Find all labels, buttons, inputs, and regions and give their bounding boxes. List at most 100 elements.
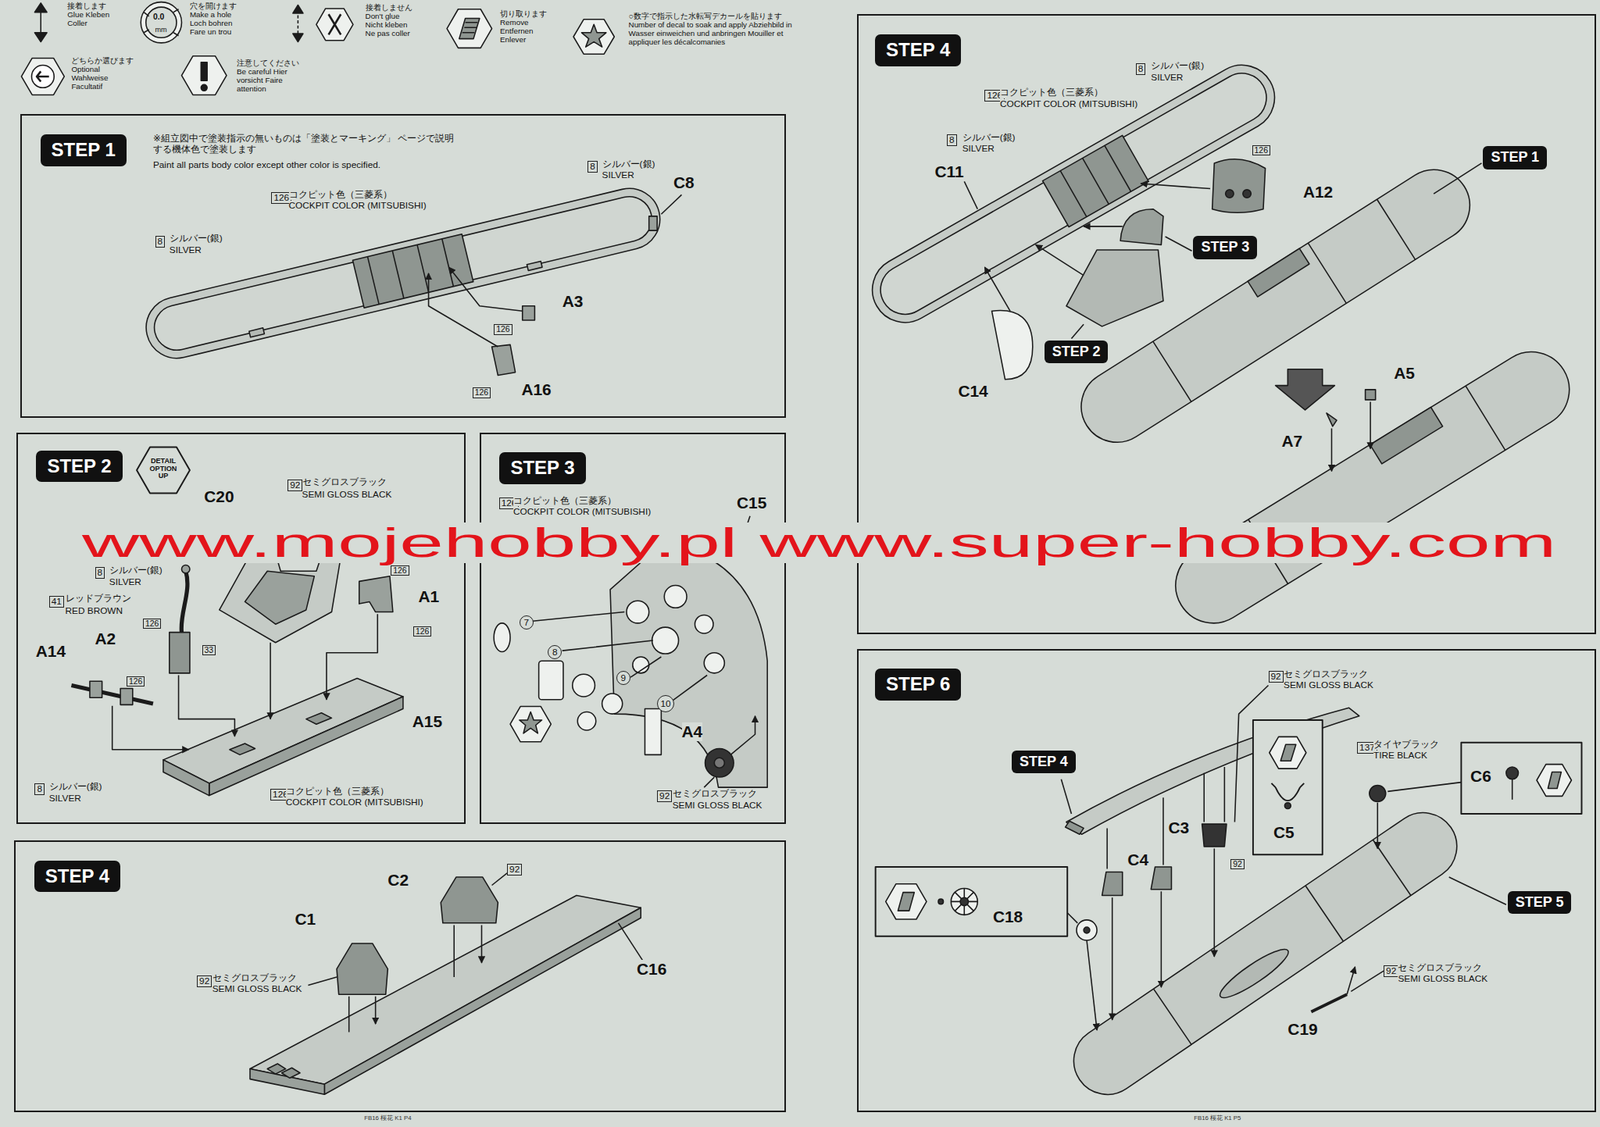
cockpit-floor	[163, 678, 404, 784]
paint-number: 8	[34, 783, 45, 796]
detail-callout-c18	[897, 892, 915, 912]
paint-note: SEMI GLOSS BLACK	[672, 800, 763, 812]
detail-callout-c18	[950, 888, 978, 915]
optional-icon	[36, 71, 50, 82]
step-tab: STEP 3	[499, 452, 586, 485]
underside-parts	[1162, 797, 1165, 865]
no-glue-icon	[292, 5, 304, 14]
paint-note: シルバー(銀)	[1150, 60, 1204, 72]
underside-parts	[1067, 685, 1507, 1031]
paint-note: Paint all parts body color except other …	[153, 160, 381, 172]
step-tab: STEP 4	[34, 860, 121, 893]
underside-parts	[1160, 891, 1163, 988]
floor-c16	[324, 907, 641, 1095]
interior-parts	[1140, 183, 1211, 190]
detail-callout-c6	[1536, 764, 1572, 797]
paint-note: SILVER	[962, 143, 995, 155]
detail-callout-c5	[1269, 736, 1307, 769]
detail-callout-c18	[885, 884, 927, 920]
interior-parts	[1433, 163, 1482, 194]
fuselage-half	[139, 182, 667, 365]
hole-icon	[140, 2, 182, 43]
instrument-panel	[610, 542, 768, 788]
step-tab: STEP 4	[875, 34, 961, 67]
decals	[510, 707, 551, 743]
watermark: www.mojehobby.pl www.super-hobby.com	[82, 522, 1557, 564]
part-number: A15	[412, 712, 443, 732]
interior-parts	[964, 181, 978, 209]
underside-parts	[1076, 920, 1097, 941]
interior-parts	[1275, 369, 1336, 411]
detail-callout-c18	[960, 897, 968, 906]
part-a4	[714, 757, 725, 768]
paint-note: COCKPIT COLOR (MITSUBISHI)	[1000, 99, 1138, 111]
decal-icon	[581, 24, 606, 47]
part-number: A16	[521, 380, 551, 400]
paint-note: SILVER	[109, 577, 142, 589]
paint-number: 126	[472, 387, 491, 398]
interior-parts	[1365, 389, 1376, 400]
small-parts	[660, 194, 682, 215]
underside-parts	[1102, 872, 1123, 897]
decals	[577, 712, 597, 732]
paint-note: シルバー(銀)	[49, 782, 103, 793]
part-number: C18	[992, 907, 1023, 927]
floor-c16	[618, 923, 646, 965]
part-number: A7	[1282, 432, 1304, 451]
detail-callout-c6	[1506, 767, 1519, 780]
cockpit-floor	[209, 696, 404, 797]
paint-note: SILVER	[169, 245, 202, 257]
fuselage-half	[249, 328, 265, 338]
interior-parts	[1331, 428, 1333, 472]
no-glue-icon	[297, 10, 300, 37]
paint-note: コクピット色（三菱系）	[285, 786, 390, 798]
small-parts	[492, 344, 516, 375]
decal-number: 10	[657, 695, 675, 713]
rudder-pedals	[71, 681, 189, 750]
instrument-panel	[694, 614, 714, 634]
detail-callout-c5	[1253, 720, 1323, 855]
paint-note: ※組立図中で塗装指示の無いものは「塗装とマーキング」 ページで説明する機体色で塗…	[153, 133, 460, 155]
fuselage-assembled	[1370, 407, 1443, 464]
decals	[493, 612, 708, 756]
paint-number: 126	[390, 565, 409, 576]
interior-parts	[1212, 159, 1266, 214]
step-badge-text: STEP 3	[1200, 239, 1250, 257]
step-tab: STEP 6	[875, 668, 961, 701]
paint-note: シルバー(銀)	[962, 132, 1016, 144]
interior-parts	[1035, 244, 1084, 275]
underside-parts	[1111, 897, 1114, 1021]
part-a1	[326, 576, 393, 700]
paint-number: 8	[587, 160, 598, 173]
detail-callout-c5	[1284, 803, 1291, 810]
cockpit-floor	[163, 760, 210, 797]
paint-note: mm	[155, 25, 168, 34]
floor-c16	[250, 896, 641, 1086]
part-number: C4	[1127, 850, 1149, 870]
step-reference-badge: STEP 3	[1192, 235, 1258, 260]
underside-parts	[1202, 824, 1227, 847]
paint-note: シルバー(銀)	[169, 233, 223, 245]
paint-note: COCKPIT COLOR (MITSUBISHI)	[289, 200, 427, 212]
floor-c16	[281, 1067, 300, 1079]
interior-parts	[1326, 413, 1337, 427]
paint-number: 92	[1230, 859, 1245, 870]
part-c1	[349, 996, 376, 1033]
fuselage-assembled	[1215, 942, 1294, 1004]
fuselage-half	[871, 64, 1276, 323]
paint-number: 8	[946, 134, 958, 147]
decals	[519, 712, 543, 734]
detail-badge-text: DETAIL OPTION UP	[146, 457, 181, 481]
paint-note: セミグロスブラック	[1283, 669, 1368, 681]
hole-icon	[140, 2, 182, 43]
part-c2	[440, 877, 498, 924]
interior-parts	[1225, 189, 1234, 198]
decals	[644, 709, 661, 756]
glue-icon	[34, 3, 47, 43]
rudder-pedals	[71, 685, 153, 705]
no-glue-icon	[292, 33, 304, 42]
paint-note: SEMI GLOSS BLACK	[1397, 974, 1488, 986]
detail-up-badge	[136, 446, 190, 493]
paint-note: TIRE BLACK	[1373, 750, 1428, 762]
paint-note: RED BROWN	[65, 606, 123, 618]
